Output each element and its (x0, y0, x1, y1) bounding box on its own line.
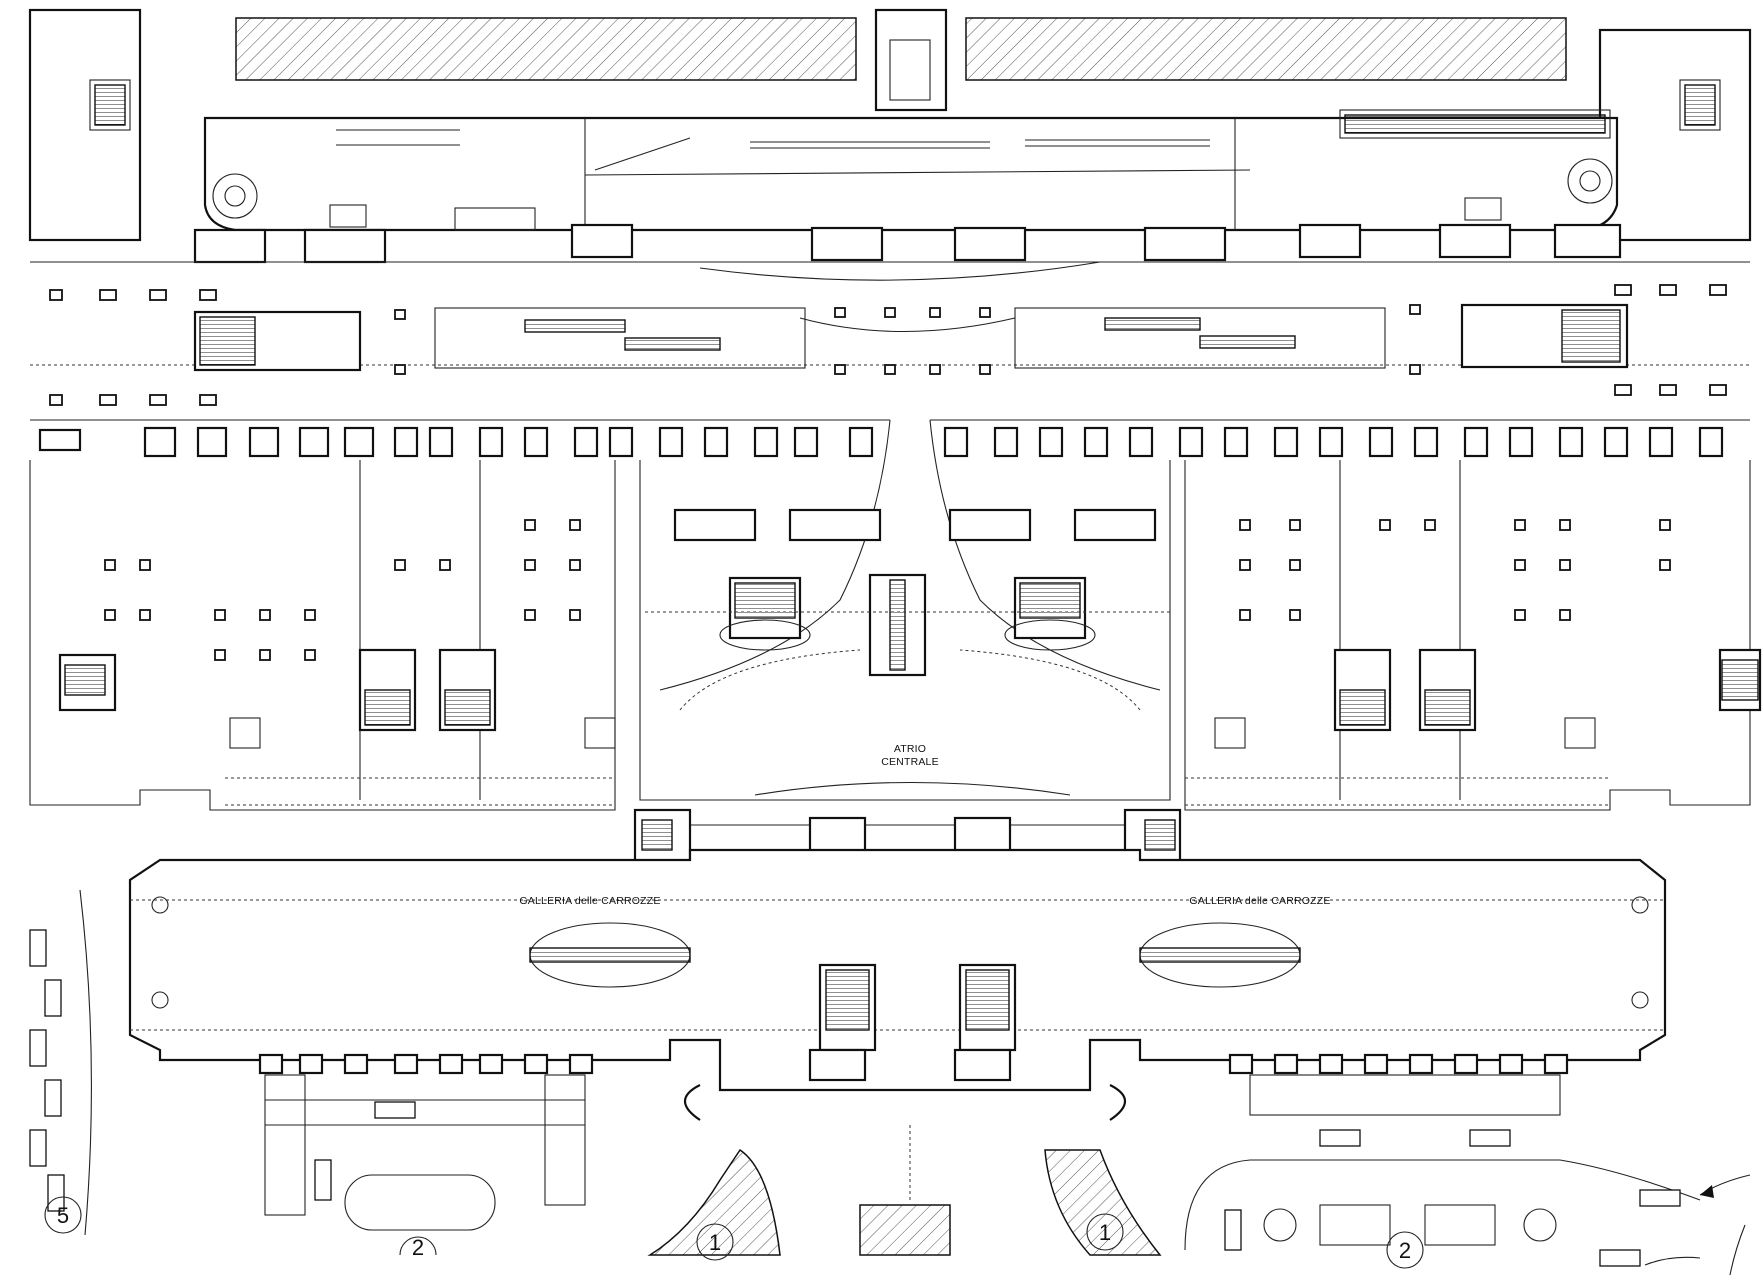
marker-2-right: 2 (1399, 1238, 1411, 1263)
platform-hall (203, 109, 1619, 232)
marker-1-left-circle (696, 1223, 734, 1261)
marker-1-right: 1 (1099, 1220, 1111, 1245)
traffic-arrows (1644, 1174, 1751, 1276)
galleria-label-left: GALLERIA delle CARROZZE (519, 895, 660, 907)
galleria-label-right: GALLERIA delle CARROZZE (1189, 895, 1330, 907)
north-buildings (235, 8, 1567, 112)
atrium-label-line1: ATRIO (894, 743, 926, 755)
front-pier-row (193, 223, 1622, 281)
marker-1-left: 1 (709, 1230, 721, 1255)
marker-1-right-circle (1086, 1213, 1124, 1251)
forecourt (79, 889, 1701, 1256)
upper-concourse (30, 261, 1750, 372)
left-side-hall (29, 460, 616, 811)
arrow-head-icon (1700, 1185, 1714, 1198)
right-side-hall (1184, 460, 1762, 811)
arcade-piers (30, 419, 1750, 458)
numbered-markers: 5 2 1 1 2 (44, 1196, 1424, 1269)
vehicles (29, 929, 1681, 1267)
side-hall-piers (104, 519, 1671, 661)
marker-5-circle (44, 1196, 82, 1234)
gallery-facade-piers (258, 1053, 1569, 1075)
platform-seat-rows (336, 129, 1210, 231)
carriage-gallery: GALLERIA delle CARROZZE GALLERIA delle C… (128, 848, 1667, 1121)
marker-5: 5 (57, 1203, 69, 1228)
concourse-piers (49, 284, 1727, 406)
central-atrium: ATRIO CENTRALE (639, 419, 1171, 801)
marker-2-right-circle (1386, 1231, 1424, 1269)
atrium-label-line2: CENTRALE (881, 756, 939, 768)
flanking-blocks (28, 8, 1752, 242)
marker-2-left: 2 (412, 1235, 424, 1260)
